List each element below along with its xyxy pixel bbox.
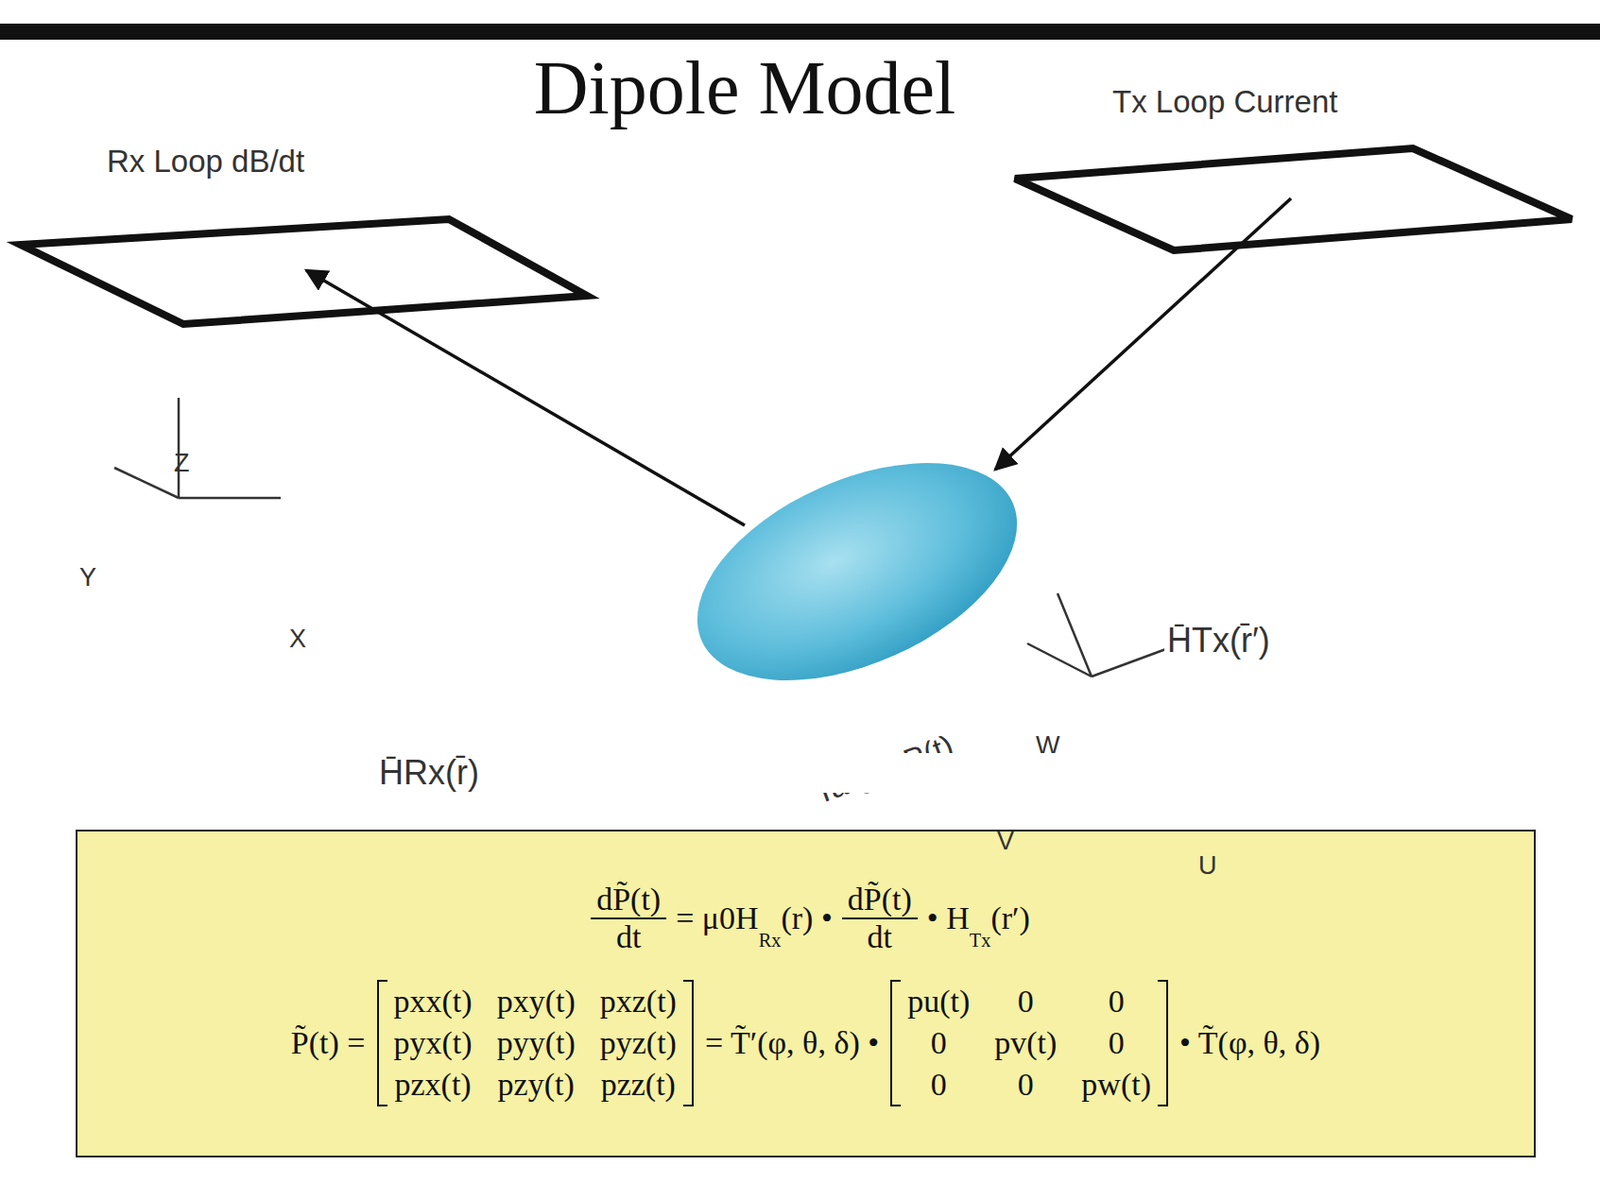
fraction: dP̃(t)dt — [842, 881, 918, 956]
matrix-cell: pv(t) — [994, 1025, 1057, 1062]
matrix-cell: pxz(t) — [600, 983, 677, 1020]
matrix-bracket — [890, 980, 901, 1107]
matrix-cell: 0 — [1108, 1025, 1125, 1062]
equation-term: = T̃′(φ, θ, δ) • — [705, 1025, 879, 1062]
matrix-cell: pzy(t) — [498, 1066, 575, 1103]
matrix-cell: 0 — [930, 1025, 947, 1062]
equation-term: P̃(t) = — [291, 1025, 366, 1062]
matrix-bracket — [377, 980, 388, 1107]
equation-term: (r′) — [990, 900, 1030, 937]
equation-row: P̃(t) = pxx(t) pxy(t) pxz(t) pyx(t) pyy(t) pyz… — [77, 980, 1534, 1107]
tx-loop: Tx Loop Current — [1006, 80, 1583, 260]
target-ellipse — [664, 418, 1050, 725]
matrix-cell: pxy(t) — [497, 983, 576, 1020]
denominator: dt — [861, 919, 898, 956]
equation-box: dP̃(t)dt= μ0HRx(r) •dP̃(t)dt• HTx(r′)P̃(… — [75, 829, 1536, 1158]
matrix-bracket — [1157, 980, 1169, 1107]
axis-label: Z — [173, 448, 1600, 479]
loop-label: Tx Loop Current — [1112, 84, 1600, 121]
rx-loop: Rx Loop dB/dt — [14, 141, 596, 331]
axis-label: U — [1198, 851, 1600, 881]
equation-term: • H — [927, 900, 970, 937]
matrix-cell: 0 — [1017, 1066, 1034, 1103]
equation-row: dP̃(t)dt= μ0HRx(r) •dP̃(t)dt• HTx(r′) — [77, 881, 1534, 956]
loop-frame — [1015, 148, 1572, 251]
equation-term: = μ0H — [675, 900, 758, 937]
loop-label: Rx Loop dB/dt — [106, 143, 689, 180]
denominator: dt — [610, 919, 647, 956]
target-ellipsoid: Target P(t) — [661, 444, 1059, 766]
matrix-cell: pyz(t) — [600, 1025, 677, 1062]
matrix-cell: pyy(t) — [497, 1025, 576, 1062]
axis-label: V — [997, 826, 1600, 857]
numerator: dP̃(t) — [842, 881, 918, 920]
matrix-cell: pzz(t) — [601, 1066, 676, 1103]
matrix-cell: pu(t) — [907, 983, 970, 1020]
matrix-cell: pzx(t) — [394, 1066, 471, 1103]
matrix-cell: 0 — [930, 1066, 947, 1103]
subscript: Rx — [758, 929, 782, 952]
loop-outline — [14, 141, 596, 331]
matrix-cell: pw(t) — [1081, 1066, 1152, 1103]
numerator: dP̃(t) — [590, 881, 667, 920]
target-shape — [661, 444, 1059, 766]
matrix: pxx(t) pxy(t) pxz(t) pyx(t) pyy(t) pyz(t) pzx(… — [377, 980, 694, 1107]
matrix-cell: pyx(t) — [394, 1025, 473, 1062]
subscript: Tx — [969, 929, 992, 952]
equation-term: • T̃(φ, θ, δ) — [1179, 1025, 1321, 1062]
matrix-cell: pxx(t) — [394, 983, 473, 1020]
axis-label: Y — [79, 563, 1600, 593]
matrix-cell: 0 — [1108, 983, 1125, 1020]
matrix-cell: 0 — [1017, 983, 1034, 1020]
edge-label: H̄Rx(r̄) — [376, 753, 1600, 793]
equation-term: (r) • — [780, 900, 832, 937]
matrix-bracket — [683, 980, 694, 1107]
matrix: pu(t) 0 0 0 pv(t) 0 0 0 pw(t) — [890, 980, 1169, 1107]
edge-label: H̄Tx(r̄′) — [1164, 620, 1600, 661]
loop-frame — [20, 219, 587, 325]
xyz-axes — [114, 397, 281, 499]
fraction: dP̃(t)dt — [590, 881, 667, 956]
top-bar — [0, 23, 1600, 40]
